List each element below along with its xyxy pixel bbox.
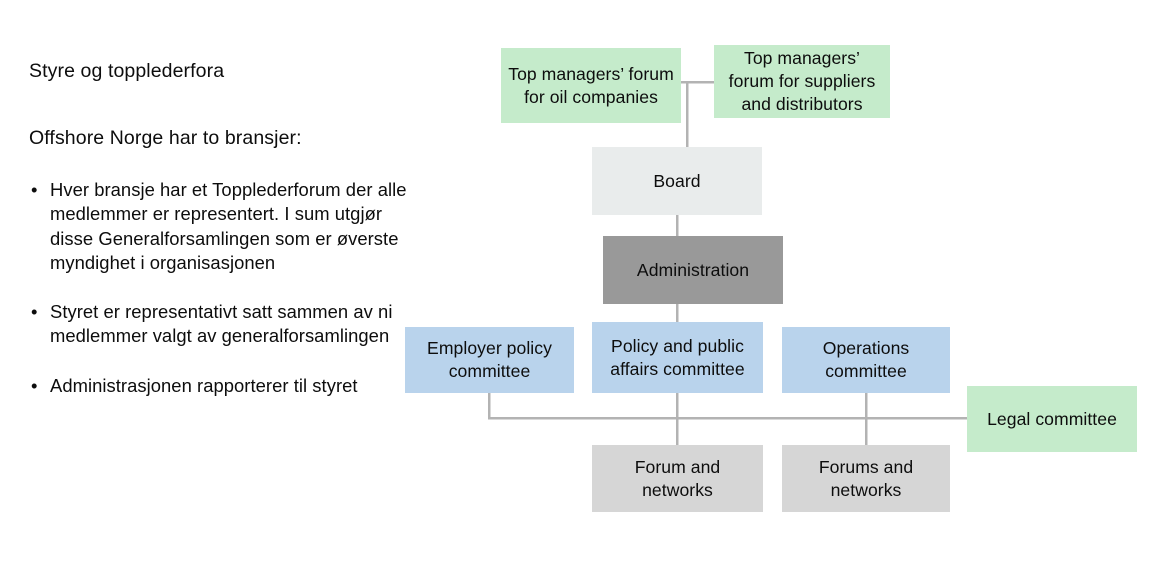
- bullet-list: • Hver bransje har et Topplederforum der…: [29, 178, 429, 398]
- list-item: • Styret er representativt satt sammen a…: [29, 300, 429, 349]
- org-node-board[interactable]: Board: [592, 147, 762, 215]
- bullet-icon: •: [31, 301, 38, 323]
- subtitle: Offshore Norge har to bransjer:: [29, 127, 302, 149]
- org-node-forum-and-networks[interactable]: Forum and networks: [592, 445, 763, 512]
- page-title: Styre og topplederfora: [29, 60, 225, 82]
- org-node-administration[interactable]: Administration: [603, 236, 783, 304]
- list-item-text: Administrasjonen rapporterer til styret: [50, 374, 358, 396]
- bullet-icon: •: [31, 374, 38, 396]
- org-node-operations-committee[interactable]: Operations committee: [782, 327, 950, 393]
- org-node-legal-committee[interactable]: Legal committee: [967, 386, 1137, 452]
- list-item: • Hver bransje har et Topplederforum der…: [29, 178, 429, 275]
- list-item-text: Styret er representativt satt sammen av …: [50, 301, 393, 347]
- bullet-icon: •: [31, 179, 38, 200]
- org-node-forums-and-networks[interactable]: Forums and networks: [782, 445, 950, 512]
- list-item-text: Hver bransje har et Topplederforum der a…: [50, 179, 407, 273]
- org-node-policy-public-affairs-committee[interactable]: Policy and public affairs committee: [592, 322, 763, 393]
- text-panel: Styre og topplederfora Offshore Norge ha…: [0, 0, 440, 570]
- org-node-top-managers-forum-suppliers[interactable]: Top managers’ forum for suppliers and di…: [714, 45, 890, 118]
- list-item: • Administrasjonen rapporterer til styre…: [29, 374, 429, 398]
- org-node-top-managers-forum-oil[interactable]: Top managers’ forum for oil companies: [501, 48, 681, 123]
- org-node-employer-policy-committee[interactable]: Employer policy committee: [405, 327, 574, 393]
